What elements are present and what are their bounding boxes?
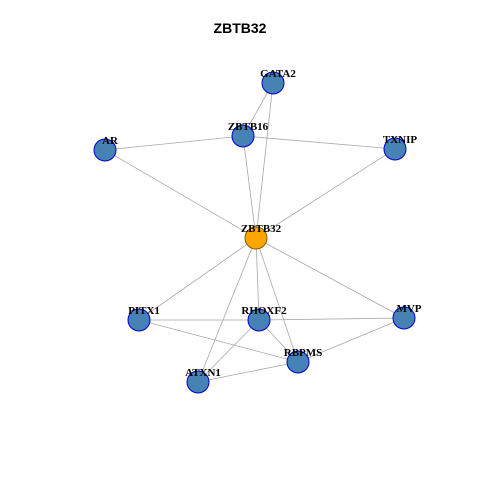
node-layer bbox=[93, 71, 416, 394]
edge-atxn1-rbpms bbox=[197, 361, 299, 383]
edge-rhoxf2-atxn1 bbox=[197, 319, 260, 383]
edge-pitx1-rbpms bbox=[138, 319, 299, 363]
node-label-pitx1: PITX1 bbox=[128, 305, 160, 317]
node-label-ar: AR bbox=[102, 135, 119, 147]
edge-rhoxf2-mvp bbox=[258, 317, 405, 321]
node-label-atxn1: ATXN1 bbox=[185, 367, 221, 379]
edge-mvp-rbpms bbox=[297, 317, 405, 363]
edge-zbtb32-pitx1 bbox=[138, 237, 257, 321]
node-label-rhoxf2: RHOXF2 bbox=[241, 305, 287, 317]
node-ar bbox=[93, 138, 117, 162]
node-gata2 bbox=[261, 71, 285, 95]
edge-txnip-zbtb32 bbox=[255, 148, 396, 239]
node-label-txnip: TXNIP bbox=[383, 134, 418, 146]
node-label-zbtb16: ZBTB16 bbox=[228, 121, 269, 133]
edge-zbtb32-rhoxf2 bbox=[255, 237, 260, 321]
node-pitx1 bbox=[127, 308, 151, 332]
edge-ar-zbtb32 bbox=[104, 149, 257, 239]
edge-zbtb32-atxn1 bbox=[197, 237, 257, 383]
node-txnip bbox=[383, 137, 407, 161]
figure-title: ZBTB32 bbox=[213, 20, 267, 36]
node-mvp bbox=[392, 306, 416, 330]
node-label-rbpms: RBPMS bbox=[284, 347, 323, 359]
node-atxn1 bbox=[186, 370, 210, 394]
node-zbtb16 bbox=[231, 124, 255, 148]
edge-zbtb16-zbtb32 bbox=[242, 135, 257, 239]
edge-zbtb32-mvp bbox=[255, 237, 405, 319]
node-rhoxf2 bbox=[247, 308, 271, 332]
node-zbtb32 bbox=[244, 226, 268, 250]
node-label-gata2: GATA2 bbox=[260, 68, 296, 80]
edge-zbtb16-ar bbox=[104, 135, 244, 151]
node-label-mvp: MVP bbox=[396, 303, 421, 315]
node-label-zbtb32: ZBTB32 bbox=[241, 223, 282, 235]
edge-zbtb32-rbpms bbox=[255, 237, 299, 363]
edge-gata2-zbtb32 bbox=[255, 82, 274, 239]
edge-zbtb16-txnip bbox=[242, 135, 396, 150]
node-rbpms bbox=[286, 350, 310, 374]
